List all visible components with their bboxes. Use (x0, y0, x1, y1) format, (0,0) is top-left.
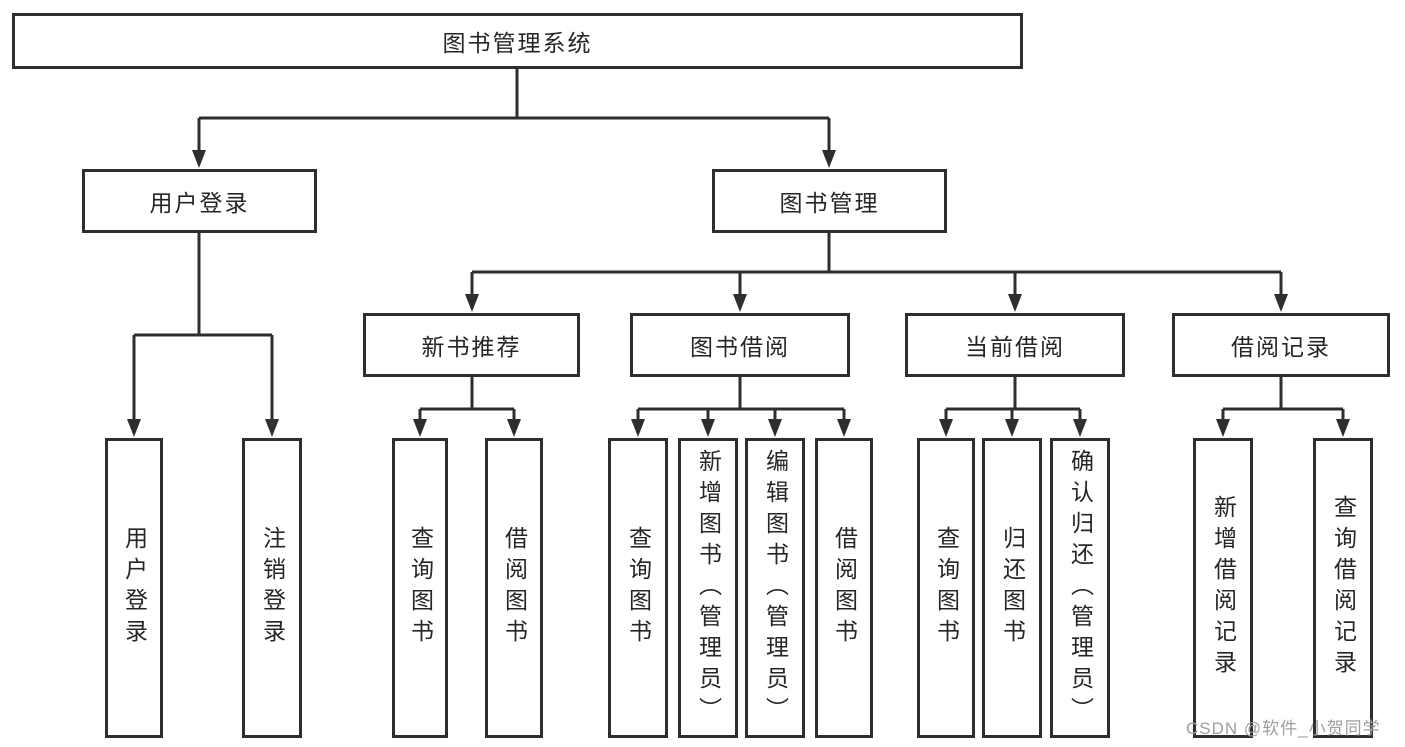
node-borrow-records: 借阅记录 (1172, 313, 1390, 377)
leaf-recommend-query-books-label: 查询图书 (407, 526, 434, 650)
node-root-label: 图书管理系统 (442, 30, 593, 56)
leaf-borrow-add-books-admin-label: 新增图书（管理员） (695, 448, 722, 728)
leaf-borrow-query-books-label: 查询图书 (625, 526, 652, 650)
node-new-book-recommend: 新书推荐 (363, 313, 580, 377)
node-current-borrow: 当前借阅 (905, 313, 1125, 377)
leaf-recommend-query-books: 查询图书 (392, 438, 448, 738)
leaf-current-query-books: 查询图书 (917, 438, 975, 738)
leaf-recommend-borrow-books-label: 借阅图书 (501, 526, 528, 650)
watermark: CSDN @软件_小贺同学 (1186, 719, 1381, 738)
leaf-records-query-record: 查询借阅记录 (1313, 438, 1373, 738)
leaf-current-query-books-label: 查询图书 (933, 526, 960, 650)
leaf-borrow-edit-books-admin-label: 编辑图书（管理员） (762, 448, 789, 728)
leaf-logout: 注销登录 (242, 438, 302, 738)
leaf-borrow-borrow-books: 借阅图书 (815, 438, 873, 738)
leaf-user-login: 用户登录 (105, 438, 163, 738)
node-user-login: 用户登录 (82, 169, 317, 233)
leaf-recommend-borrow-books: 借阅图书 (485, 438, 543, 738)
leaf-logout-label: 注销登录 (259, 526, 286, 650)
leaf-current-confirm-return-admin: 确认归还（管理员） (1050, 438, 1110, 738)
leaf-current-return-books-label: 归还图书 (999, 526, 1026, 650)
node-book-management-label: 图书管理 (779, 190, 880, 216)
leaf-borrow-query-books: 查询图书 (608, 438, 668, 738)
leaf-records-add-record: 新增借阅记录 (1193, 438, 1253, 738)
node-book-management: 图书管理 (712, 169, 947, 233)
leaf-user-login-label: 用户登录 (121, 526, 148, 650)
leaf-borrow-edit-books-admin: 编辑图书（管理员） (745, 438, 805, 738)
leaf-current-confirm-return-admin-label: 确认归还（管理员） (1067, 448, 1094, 728)
node-current-borrow-label: 当前借阅 (965, 334, 1065, 360)
node-book-borrow: 图书借阅 (630, 313, 850, 377)
leaf-borrow-borrow-books-label: 借阅图书 (831, 526, 858, 650)
node-user-login-label: 用户登录 (149, 190, 250, 216)
leaf-borrow-add-books-admin: 新增图书（管理员） (678, 438, 738, 738)
leaf-records-add-record-label: 新增借阅记录 (1210, 495, 1237, 681)
node-borrow-records-label: 借阅记录 (1231, 334, 1331, 360)
node-book-borrow-label: 图书借阅 (690, 334, 790, 360)
leaf-records-query-record-label: 查询借阅记录 (1330, 495, 1357, 681)
node-root-system: 图书管理系统 (12, 13, 1023, 69)
leaf-current-return-books: 归还图书 (982, 438, 1042, 738)
node-new-book-recommend-label: 新书推荐 (421, 334, 522, 360)
